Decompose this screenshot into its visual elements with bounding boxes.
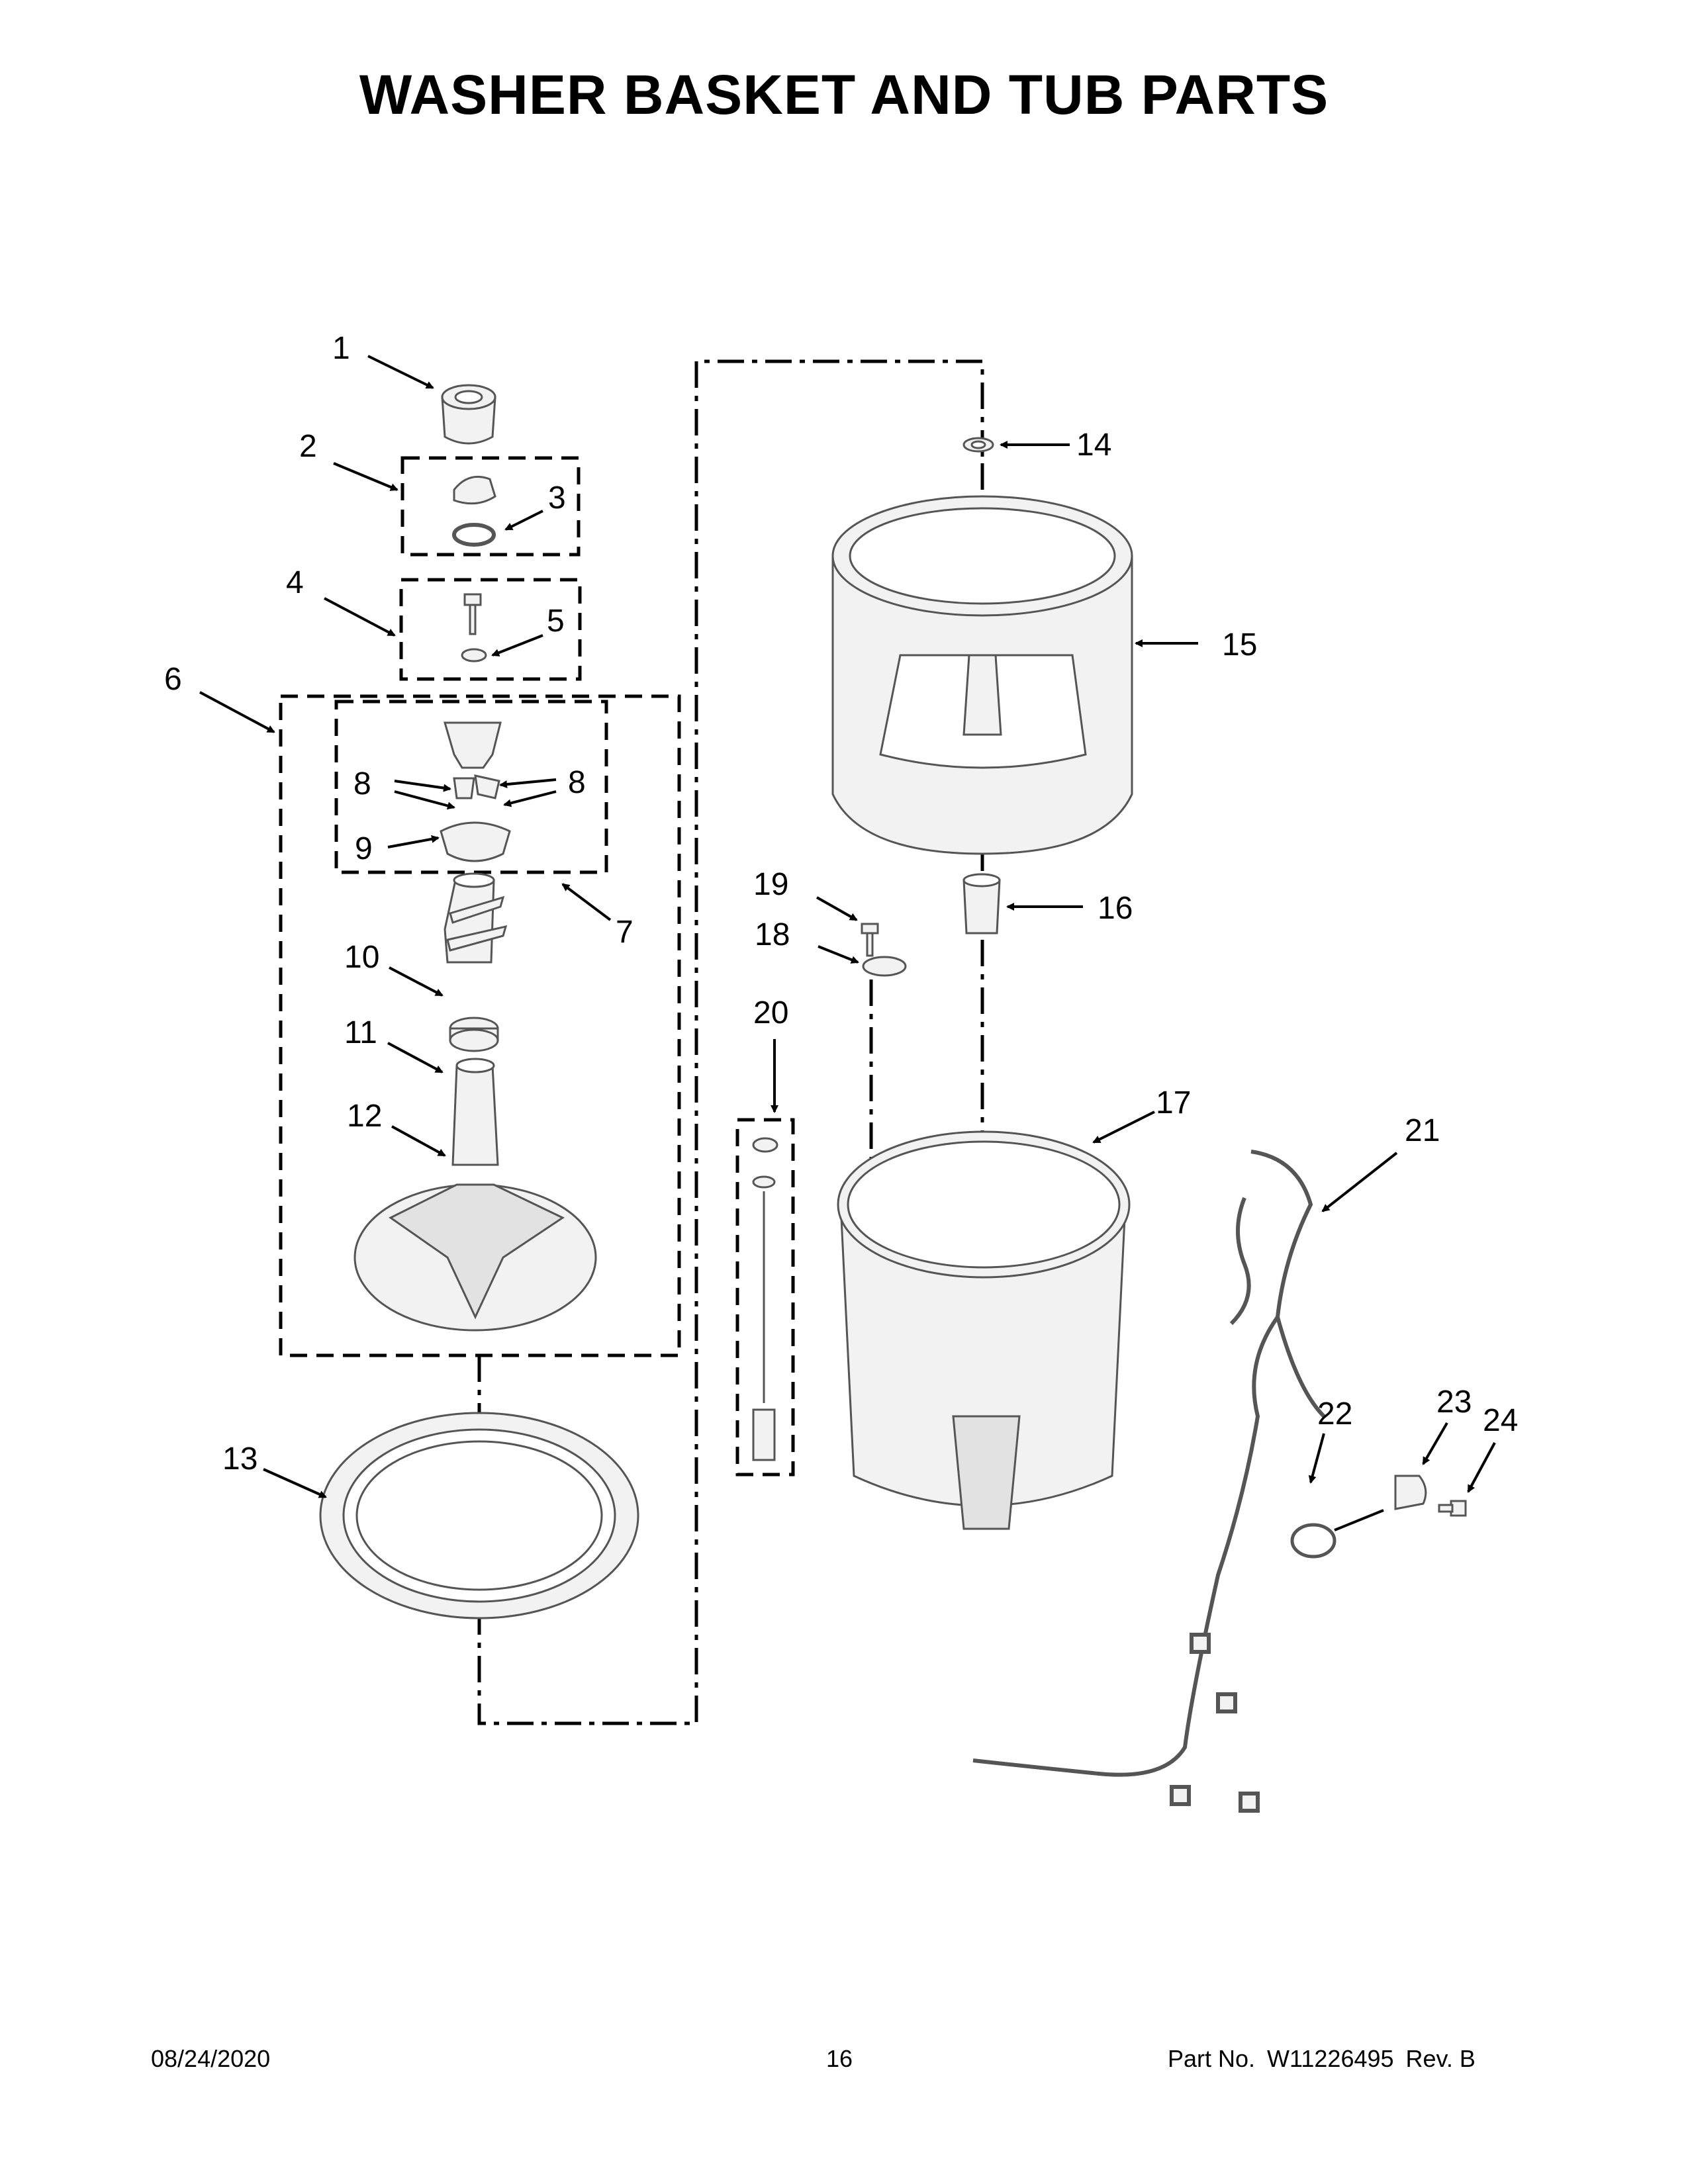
callout-7: 7 — [616, 915, 633, 950]
group-box-7 — [334, 700, 608, 874]
leader-13 — [263, 1468, 327, 1498]
leader-5 — [491, 634, 543, 657]
loop-assembly-line — [477, 359, 984, 1725]
leader-3 — [504, 510, 543, 531]
callout-13: 13 — [222, 1441, 258, 1477]
part-5-washer — [461, 648, 487, 662]
callout-4: 4 — [286, 565, 304, 600]
callout-24: 24 — [1483, 1403, 1518, 1438]
leader-21 — [1321, 1152, 1398, 1212]
part-19-bolt — [861, 923, 879, 957]
callout-16: 16 — [1098, 891, 1133, 926]
part-22-wire-loop — [1290, 1523, 1336, 1559]
callout-2: 2 — [299, 429, 317, 464]
part-21-wire-harness — [972, 1150, 1326, 1813]
group-box-20 — [735, 1118, 795, 1477]
callout-17: 17 — [1156, 1085, 1191, 1120]
callout-22: 22 — [1317, 1396, 1352, 1432]
leader-1 — [367, 355, 434, 389]
part-14-spanner-nut — [962, 437, 994, 453]
callout-12: 12 — [347, 1099, 382, 1134]
leader-11 — [387, 1042, 444, 1073]
callout-10: 10 — [344, 940, 379, 975]
part-12-impeller — [353, 1058, 597, 1332]
part-18-plate — [862, 956, 907, 977]
leader-24 — [1467, 1442, 1496, 1493]
footer-page-number: 16 — [826, 2045, 853, 2072]
leader-22-tail — [1334, 1509, 1384, 1531]
leader-10 — [389, 966, 444, 997]
callout-19: 19 — [753, 867, 788, 902]
part-1-agitator-cap — [441, 384, 496, 445]
part-17-outer-tub — [837, 1130, 1131, 1530]
leader-23 — [1422, 1422, 1448, 1465]
callout-21: 21 — [1405, 1113, 1440, 1148]
leader-8a-1 — [394, 780, 451, 792]
part-4-bolt — [463, 593, 482, 635]
callout-11: 11 — [344, 1015, 377, 1050]
leader-4 — [324, 597, 396, 637]
footer-date: 08/24/2020 — [151, 2045, 271, 2072]
part-24-screw — [1438, 1500, 1467, 1517]
callout-23: 23 — [1436, 1385, 1472, 1420]
part-13-balance-ring — [319, 1412, 639, 1619]
footer-part-info: Part No. W11226495 Rev. B — [1168, 2045, 1487, 2073]
part-7-cam-assembly — [440, 721, 511, 862]
part-10-auger — [444, 872, 508, 964]
part-2-cap-insert — [453, 475, 496, 505]
part-15-wash-basket — [831, 495, 1133, 855]
leader-18 — [818, 945, 859, 964]
leader-17 — [1092, 1111, 1155, 1144]
group-box-2 — [400, 456, 581, 557]
callout-1: 1 — [332, 331, 350, 366]
callout-20: 20 — [753, 995, 788, 1030]
parts — [319, 384, 1467, 1813]
part-11-bearing — [449, 1017, 499, 1052]
callout-14: 14 — [1076, 428, 1111, 463]
footer-revision: Rev. B — [1405, 2045, 1476, 2072]
leader-arrows — [199, 355, 1496, 1498]
callout-15: 15 — [1222, 627, 1257, 662]
part-23-clamp — [1394, 1475, 1427, 1510]
leader-12 — [391, 1125, 446, 1157]
part-20-suspension-rod — [752, 1137, 778, 1461]
callout-6: 6 — [164, 662, 182, 697]
leader-2 — [333, 462, 399, 491]
callout-18: 18 — [755, 917, 790, 952]
footer-part-number: W11226495 — [1267, 2045, 1394, 2072]
leader-19 — [816, 896, 858, 921]
leader-8a-2 — [394, 790, 455, 810]
callout-3: 3 — [548, 480, 566, 516]
callout-9: 9 — [355, 831, 373, 866]
callout-numbers: 1 2 3 4 5 6 7 8 8 9 10 11 12 13 14 15 16… — [164, 331, 1518, 1477]
part-3-seal-ring — [452, 523, 496, 547]
leader-7 — [561, 883, 612, 921]
part-16-drive-hub — [962, 873, 1001, 934]
page-title: WASHER BASKET AND TUB PARTS — [359, 64, 1329, 126]
leader-22 — [1308, 1433, 1325, 1484]
callout-5: 5 — [547, 604, 565, 639]
leader-9 — [387, 835, 440, 848]
leader-8b-2 — [503, 790, 557, 807]
leader-8b-1 — [499, 778, 557, 789]
callout-8-left: 8 — [353, 766, 371, 801]
callout-8-right: 8 — [568, 765, 586, 800]
footer-part-label: Part No. — [1168, 2045, 1256, 2072]
leader-6 — [199, 691, 275, 733]
group-box-4 — [399, 578, 582, 681]
